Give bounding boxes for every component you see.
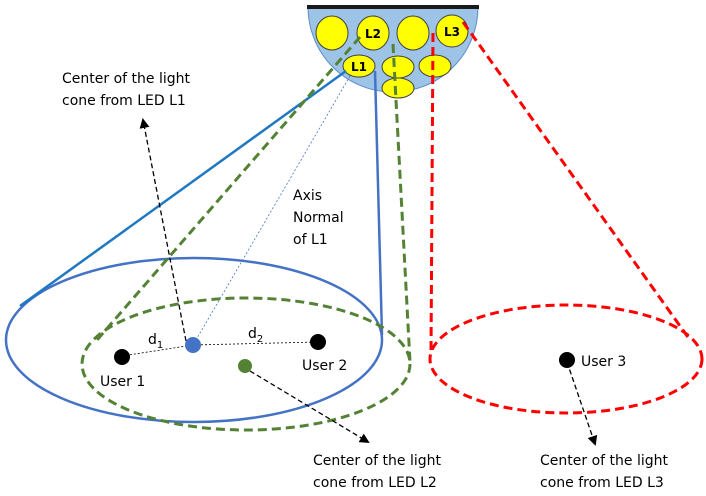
cone-l2-edge-left [95,36,362,341]
center-l3-label-line1: Center of the light [540,453,668,469]
led-blank-2 [396,15,430,51]
distance-line-d2 [192,341,319,346]
cone-l3-edge-left [429,32,435,353]
user3-label: User 3 [581,354,626,370]
light-cone-l2 [80,36,412,432]
user2-point [310,334,326,350]
cone-l3-edge-right [461,21,692,341]
user3-point [559,352,575,368]
arrow-center-l3 [566,361,598,446]
light-cone-l1 [4,69,384,424]
center-l2-point [238,359,252,373]
led-l2 [356,15,390,51]
cone-l1-edge-left [19,69,347,308]
user2-label: User 2 [302,358,347,374]
axis-normal-label-line1: Axis [293,188,322,204]
led-blank-3 [381,55,415,79]
cone-l1-edge-right [373,70,384,336]
axis-normal-label-line2: Normal [293,210,344,226]
center-l3-label-line2: cone from LED L3 [540,475,664,491]
arrow-center-l2 [249,370,370,444]
cone-l2-edge-right [391,43,412,363]
light-cone-l3 [428,21,704,415]
user1-label: User 1 [100,374,145,390]
cone-l1-footprint [4,256,384,424]
d2-label: d2 [248,326,263,345]
cone-l3-footprint [428,303,704,415]
led-l1 [342,54,376,78]
arrow-center-l1 [139,118,187,342]
led-l1-label: L1 [351,60,367,74]
center-l1-label-line1: Center of the light [62,71,190,87]
center-l1-label-line2: cone from LED L1 [62,93,186,109]
led-blank-4 [418,54,452,78]
led-l3-label: L3 [444,25,460,39]
d1-label: d1 [148,332,163,351]
center-l1-point [185,337,201,353]
led-blank-5 [381,77,415,99]
led-blank-1 [315,15,349,51]
cone-l2-footprint [80,296,412,432]
led-l2-label: L2 [365,27,381,41]
user1-point [114,349,130,365]
axis-normal-label-line3: of L1 [293,232,328,248]
led-fixture: L2 L3 L1 [307,5,479,99]
led-l3 [435,14,469,48]
center-l2-label-line2: cone from LED L2 [313,475,437,491]
center-l2-label-line1: Center of the light [313,453,441,469]
